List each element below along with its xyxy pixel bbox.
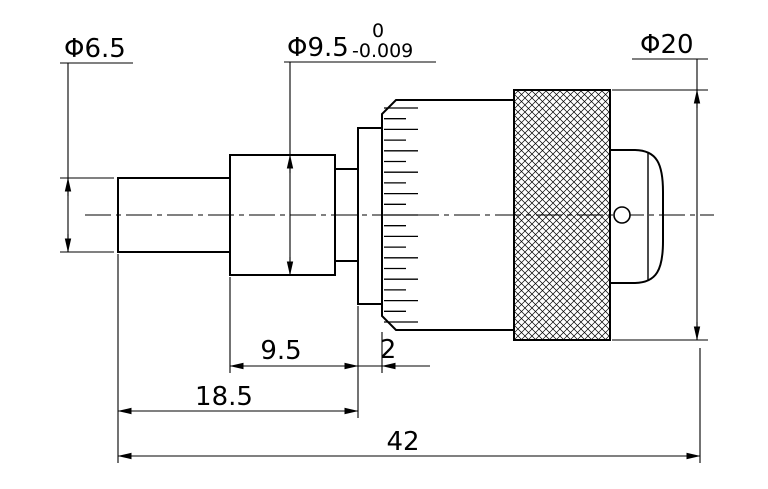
label-overall-length: 42 bbox=[386, 427, 419, 457]
label-tolerance-upper: 0 bbox=[372, 20, 384, 42]
dimension-labels: Φ6.5 Φ9.5 0 -0.009 Φ20 9.5 2 18.5 42 bbox=[64, 20, 694, 457]
label-spindle-diameter: Φ6.5 bbox=[64, 34, 126, 64]
knurl-outline bbox=[513, 89, 611, 341]
label-sleeve-width: 2 bbox=[380, 335, 397, 365]
cap-hole-circle bbox=[613, 206, 631, 224]
sleeve-outline bbox=[357, 127, 383, 305]
label-front-length: 18.5 bbox=[195, 382, 253, 412]
label-tolerance-lower: -0.009 bbox=[352, 40, 413, 62]
dimension-lines bbox=[60, 58, 708, 463]
thimble-graduations bbox=[384, 107, 418, 323]
label-base-length: 9.5 bbox=[260, 336, 301, 366]
part-outline bbox=[117, 89, 664, 341]
label-knurl-diameter: Φ20 bbox=[640, 30, 694, 60]
label-base-diameter: Φ9.5 bbox=[287, 33, 349, 63]
